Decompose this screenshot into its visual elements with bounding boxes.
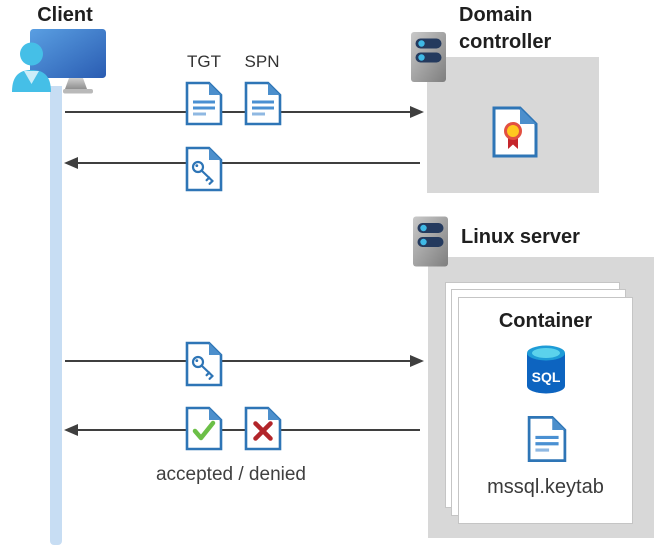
tgt-document-icon [185,81,223,126]
linux-server-title: Linux server [461,226,580,248]
keytab-label: mssql.keytab [487,476,604,498]
user-monitor-icon [12,29,106,94]
certificate-icon [492,106,538,158]
spn-document-icon [244,81,282,126]
accepted-denied-label: accepted / denied [155,464,306,485]
spn-label: SPN [244,52,280,71]
domain-controller-title: Domain controller [459,4,552,53]
arrow-client-to-linux [65,355,424,367]
client-lifeline [50,86,62,545]
arrow-dc-to-client [64,157,420,169]
check-document-icon [185,406,223,451]
container-card: Container SQL mssql.keytab [458,297,633,524]
linux-server-icon [413,216,448,267]
key-ticket-icon-2 [185,341,223,387]
keytab-document-icon [527,416,567,462]
arrow-client-to-dc [65,106,424,118]
sql-badge-text: SQL [532,369,561,385]
container-title: Container [498,310,593,332]
tgt-label: TGT [187,52,221,71]
dc-server-icon [411,32,446,82]
key-ticket-icon [185,146,223,192]
cross-document-icon [244,406,282,451]
sql-database-icon: SQL [527,345,565,394]
client-title: Client [37,4,93,26]
